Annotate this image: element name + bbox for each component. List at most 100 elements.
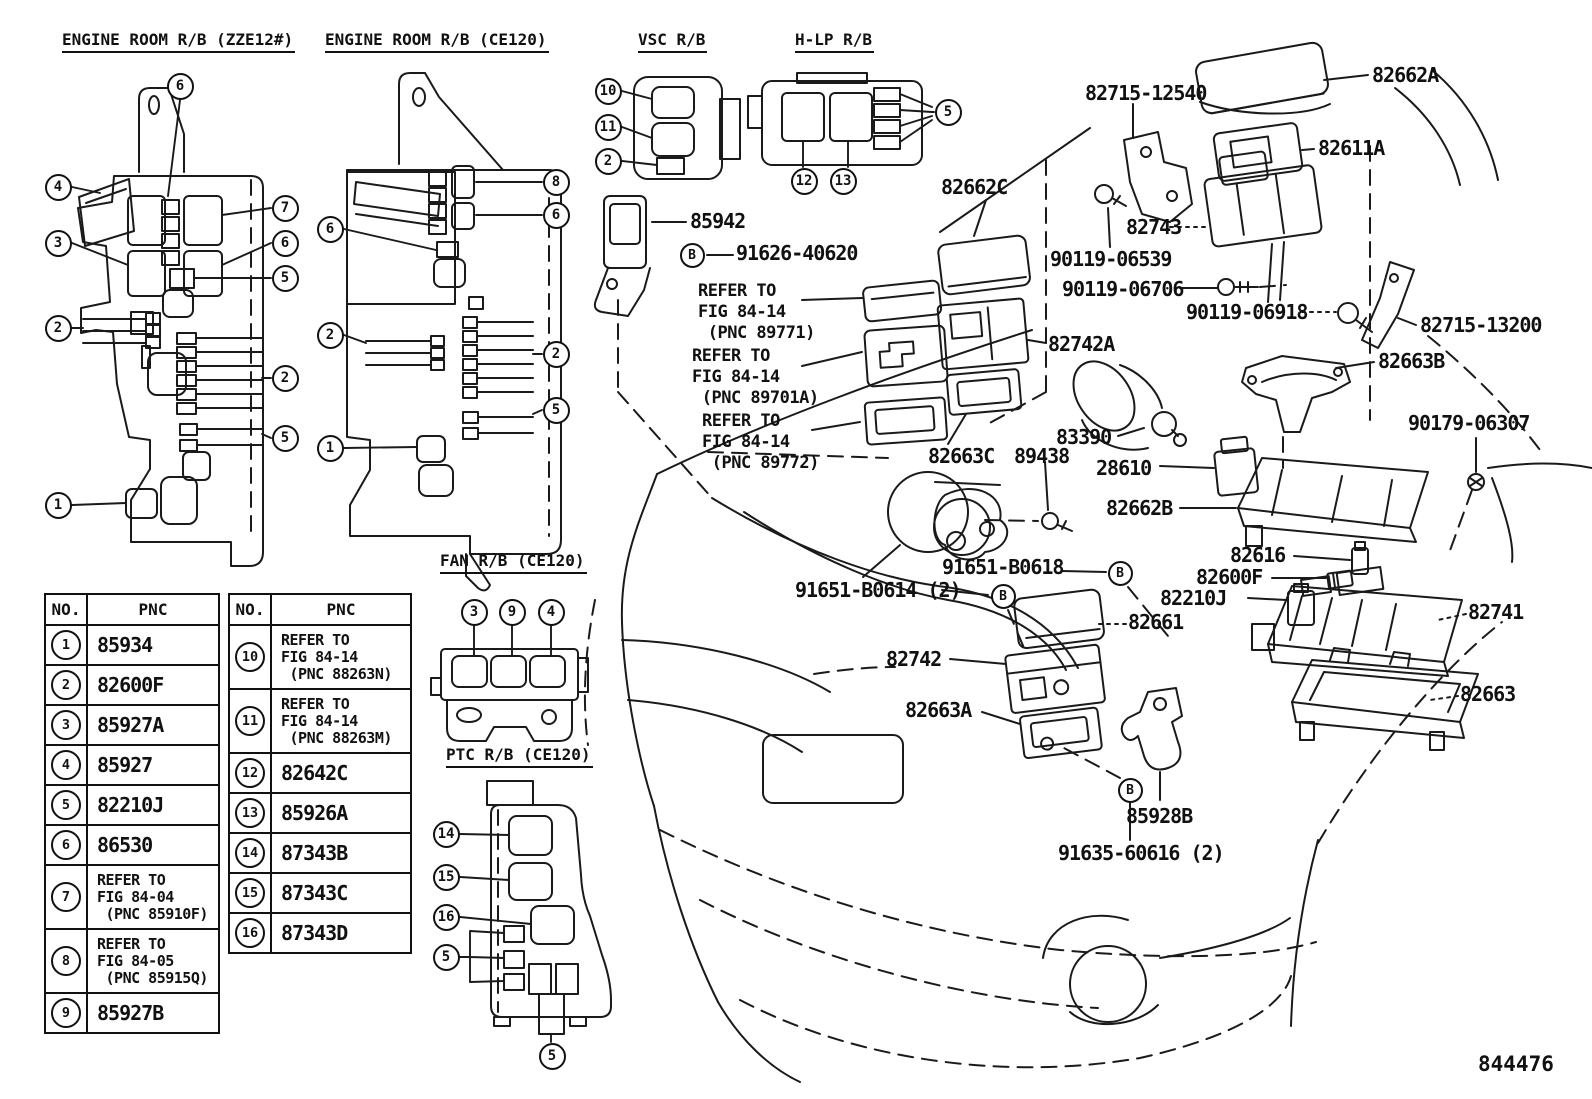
part-label: 82663 — [1460, 682, 1516, 706]
row-number-cell: 14 — [228, 832, 272, 874]
hlp-rb-art — [747, 72, 935, 168]
pnc-cell: 82642C — [270, 752, 412, 794]
part-label: 82715-12540 — [1085, 81, 1207, 105]
leader-lines — [651, 74, 1477, 841]
row-number-cell: 1 — [44, 624, 88, 666]
relay-box-parts-art — [593, 41, 1485, 771]
section-title: VSC R/B — [638, 30, 708, 53]
clamp-85928b — [1120, 687, 1183, 771]
callout-number-5: 5 — [271, 264, 299, 292]
pnc-cell: 87343B — [270, 832, 412, 874]
callout-number-4: 4 — [44, 173, 72, 201]
callout-number-5: 5 — [934, 98, 962, 126]
part-label: 82611A — [1318, 136, 1385, 160]
pnc-cell: 86530 — [86, 824, 220, 866]
pnc-cell: 82210J — [86, 784, 220, 826]
section-title: H-LP R/B — [795, 30, 875, 53]
row-number-circle: 7 — [51, 882, 81, 912]
bolt-90179-06307 — [1467, 473, 1485, 491]
table-header-col_pnc: PNC — [270, 593, 412, 626]
table-header-col_no: NO. — [44, 593, 88, 626]
part-label: 90119-06918 — [1186, 300, 1308, 324]
callout-number-2: 2 — [594, 147, 622, 175]
block-82742a — [936, 297, 1030, 371]
cover-82661 — [1013, 588, 1105, 650]
callout-number-2: 2 — [316, 321, 344, 349]
cover-82662b — [1237, 457, 1429, 547]
callout-number-5: 5 — [432, 943, 460, 971]
fusebox-82741 — [1251, 566, 1463, 677]
callout-number-6: 6 — [316, 215, 344, 243]
part-label: 82600F — [1196, 565, 1263, 589]
bolt-marker-circle: B — [1117, 777, 1143, 803]
callout-number-5: 5 — [542, 396, 570, 424]
bracket-82715-12540 — [1123, 131, 1193, 223]
tray-below-82742a — [945, 368, 1023, 416]
part-label: 28610 — [1096, 456, 1152, 480]
callout-number-12: 12 — [790, 167, 818, 195]
connector-82210j — [1287, 583, 1315, 626]
row-number-cell: 12 — [228, 752, 272, 794]
section-title: ENGINE ROOM R/B (CE120) — [325, 30, 549, 53]
part-label: 82663A — [905, 698, 972, 722]
row-number-circle: 6 — [51, 830, 81, 860]
block-82742 — [1004, 643, 1106, 714]
part-label: 85942 — [690, 209, 746, 233]
callout-number-6: 6 — [166, 72, 194, 100]
bolt-90119-06918 — [1337, 302, 1359, 324]
pnc-cell: 87343C — [270, 872, 412, 914]
section-title: FAN R/B (CE120) — [440, 551, 587, 574]
part-label: REFER TO FIG 84-14 (PNC 89701A) — [692, 346, 819, 408]
engine-room-zze-art — [71, 87, 272, 567]
row-number-circle: 2 — [51, 670, 81, 700]
part-label: REFER TO FIG 84-14 (PNC 89771) — [698, 281, 815, 343]
part-label: 89438 — [1014, 444, 1070, 468]
row-number-circle: 11 — [235, 706, 265, 736]
row-number-cell: 7 — [44, 864, 88, 930]
callout-number-15: 15 — [432, 863, 460, 891]
fan-rb-art — [430, 625, 589, 742]
row-number-cell: 4 — [44, 744, 88, 786]
callout-number-3: 3 — [460, 598, 488, 626]
row-number-cell: 9 — [44, 992, 88, 1034]
part-label: 82715-13200 — [1420, 313, 1542, 337]
section-title: ENGINE ROOM R/B (ZZE12#) — [62, 30, 296, 53]
callout-number-1: 1 — [316, 434, 344, 462]
callout-number-2: 2 — [44, 314, 72, 342]
callout-number-4: 4 — [537, 598, 565, 626]
part-label: 82662C — [941, 175, 1008, 199]
row-number-circle: 15 — [235, 878, 265, 908]
pnc-cell: 85927B — [86, 992, 220, 1034]
engine-room-ce-art — [343, 72, 562, 592]
tray-89772 — [863, 396, 949, 446]
part-label: 83390 — [1056, 425, 1112, 449]
callout-number-1: 1 — [44, 491, 72, 519]
row-number-cell: 3 — [44, 704, 88, 746]
callout-number-13: 13 — [829, 167, 857, 195]
pnc-cell: REFER TO FIG 84-14 (PNC 88263N) — [270, 624, 412, 690]
row-number-circle: 12 — [235, 758, 265, 788]
row-number-circle: 1 — [51, 630, 81, 660]
row-number-circle: 3 — [51, 710, 81, 740]
callout-number-2: 2 — [542, 340, 570, 368]
pnc-cell: 85934 — [86, 624, 220, 666]
row-number-cell: 8 — [44, 928, 88, 994]
vsc-rb-art — [621, 76, 741, 180]
pnc-cell: 85926A — [270, 792, 412, 834]
section-title: PTC R/B (CE120) — [446, 745, 593, 768]
part-label: 90179-06307 — [1408, 411, 1530, 435]
pnc-cell: REFER TO FIG 84-14 (PNC 88263M) — [270, 688, 412, 754]
row-number-circle: 13 — [235, 798, 265, 828]
part-label: 82663C — [928, 444, 995, 468]
